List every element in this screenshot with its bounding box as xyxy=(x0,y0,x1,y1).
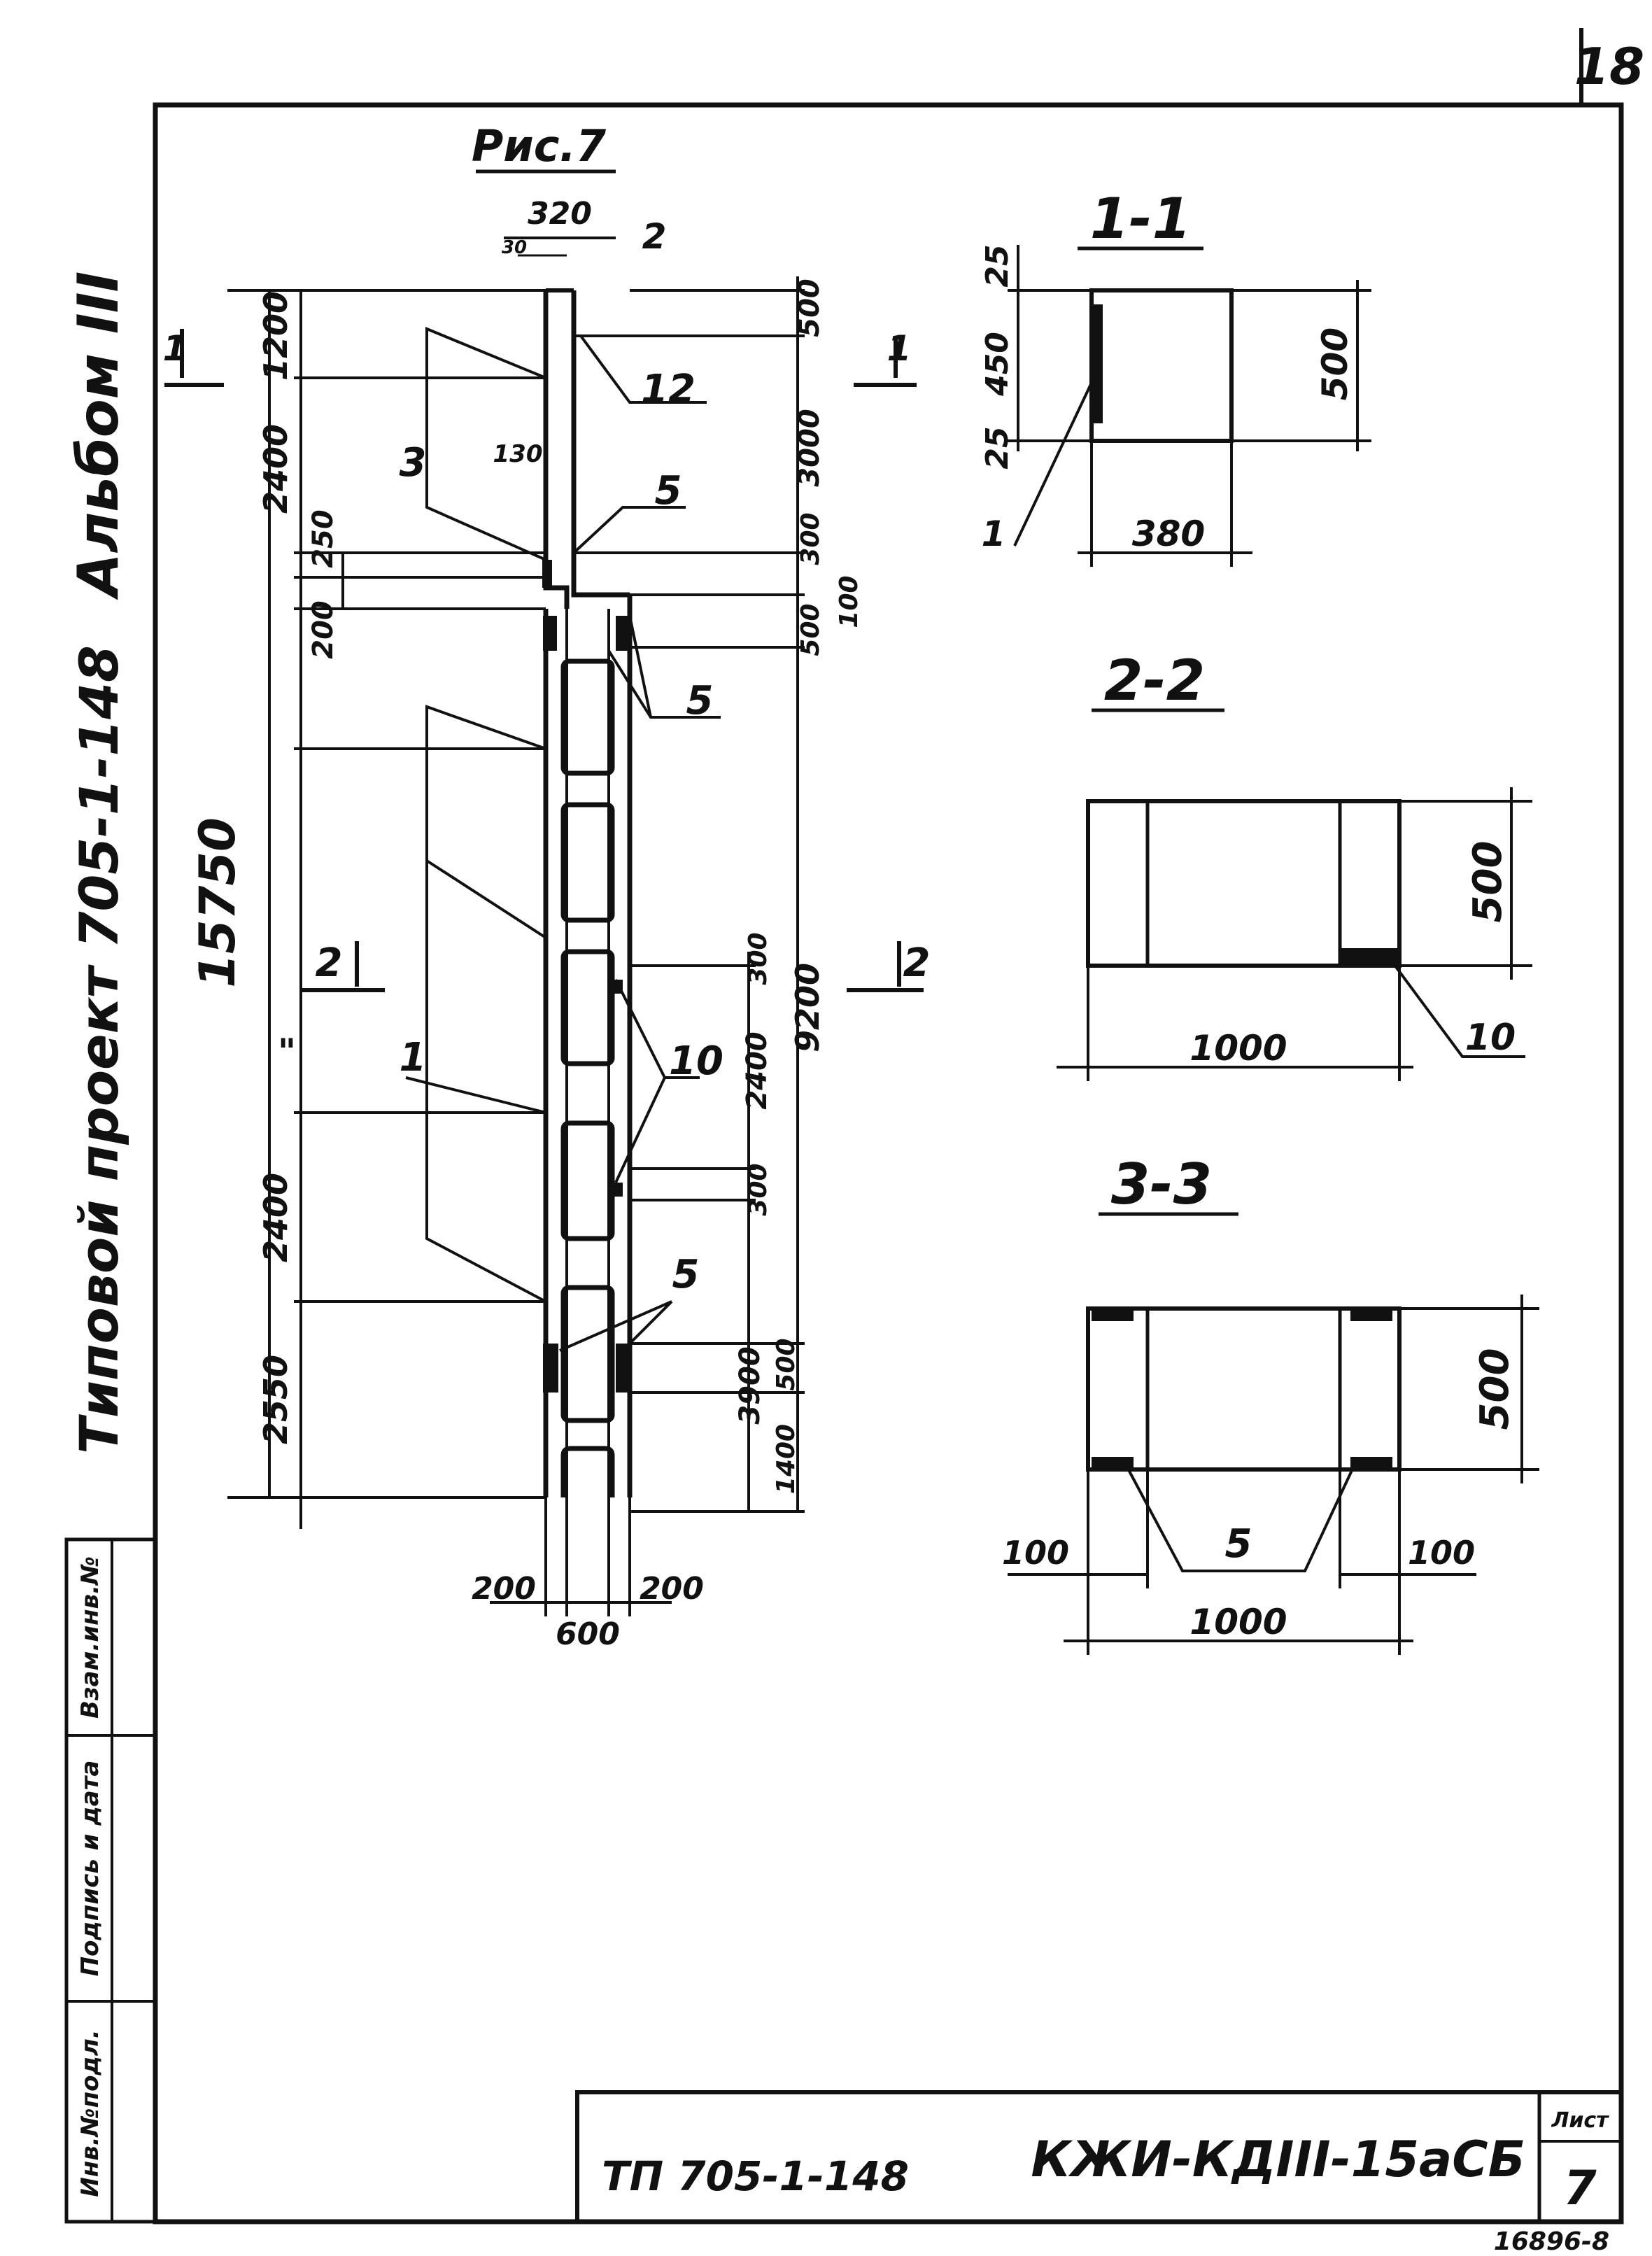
right-dim-2400: 2400 xyxy=(741,1031,773,1109)
total-height-dim: 15750 xyxy=(189,817,246,988)
left-dim-1200: 1200 xyxy=(257,291,295,381)
title-sheet-label: Лист xyxy=(1551,2108,1609,2133)
leader-lines xyxy=(405,327,721,1352)
album-label: Альбом III xyxy=(66,272,131,600)
column-openings xyxy=(560,658,615,1497)
project-label: Типовой проект 705-1-148 xyxy=(68,645,130,1454)
embedded-plates xyxy=(542,560,631,1393)
stamp-replacement-number: Взам.инв.№ xyxy=(76,1556,104,1719)
section-2-2-callout: 10 xyxy=(1465,1017,1516,1059)
title-project-code: ТП 705-1-148 xyxy=(602,2152,909,2200)
page-number: 18 xyxy=(1574,37,1644,96)
dim-130: 130 xyxy=(493,440,543,468)
left-dim-2550: 2550 xyxy=(257,1355,295,1444)
section-1-1-dim-380: 380 xyxy=(1132,514,1205,554)
right-dim-500-low: 500 xyxy=(772,1338,800,1390)
stamp-inventory-number: Инв.№подл. xyxy=(76,2029,104,2197)
section-mark-1-left: 1 xyxy=(163,328,188,369)
section-1-1-callout: 1 xyxy=(982,514,1006,554)
left-dim-2400-upper: 2400 xyxy=(257,424,295,514)
section-mark-1-right: 1 xyxy=(887,328,912,369)
section-2-2-title: 2-2 xyxy=(1104,648,1206,713)
right-dim-300-a: 300 xyxy=(744,932,772,985)
top-dim-30: 30 xyxy=(502,237,527,258)
section-mark-2-left: 2 xyxy=(316,940,343,986)
section-3-3-title: 3-3 xyxy=(1111,1152,1213,1217)
section-2-2-dim-500: 500 xyxy=(1465,841,1511,923)
right-dim-3000: 3000 xyxy=(793,409,826,486)
drawing-frame xyxy=(153,102,1624,2225)
callout-1: 1 xyxy=(400,1035,427,1080)
section-cut-marks xyxy=(164,329,924,992)
section-3-3-dim-100-right: 100 xyxy=(1408,1534,1475,1572)
section-1-1-dim-450: 450 xyxy=(980,332,1015,397)
figure-title: Рис.7 xyxy=(472,120,607,171)
right-dim-3900: 3900 xyxy=(734,1346,766,1424)
section-3-3: 3-3 500 100 1000 100 5 xyxy=(1002,1152,1539,1655)
left-dim-250: 250 xyxy=(307,509,339,568)
right-dim-500-top: 500 xyxy=(793,279,826,337)
section-3-3-dim-100-left: 100 xyxy=(1002,1534,1069,1572)
section-3-3-dim-500: 500 xyxy=(1472,1348,1518,1430)
column-upper xyxy=(543,290,630,609)
section-mark-2-right: 2 xyxy=(903,940,931,986)
right-dimension-lines xyxy=(574,276,805,1513)
bottom-dim-200-right: 200 xyxy=(640,1571,704,1607)
right-dim-100: 100 xyxy=(835,575,863,628)
section-1-1-dim-25-bottom: 25 xyxy=(980,426,1015,469)
left-dim-200: 200 xyxy=(307,600,339,659)
title-drawing-code: КЖИ-КДIII-15аСБ xyxy=(1031,2131,1525,2188)
archive-number: 16896-8 xyxy=(1494,2227,1609,2256)
section-1-1-dim-500: 500 xyxy=(1315,327,1355,400)
bottom-dim-600: 600 xyxy=(556,1616,620,1652)
section-3-3-dim-1000: 1000 xyxy=(1189,1602,1287,1642)
title-block: ТП 705-1-148 КЖИ-КДIII-15аСБ Лист 7 xyxy=(575,2090,1623,2224)
callout-3: 3 xyxy=(400,440,427,486)
section-3-3-callout: 5 xyxy=(1225,1521,1252,1567)
title-sheet-number: 7 xyxy=(1563,2161,1597,2216)
elevation-view: 15750 1200 2400 250 200 2400 2550 500 30… xyxy=(163,196,931,1652)
ditto-mark: " xyxy=(278,1031,296,1072)
bottom-dimension-lines xyxy=(490,1497,672,1616)
callout-10: 10 xyxy=(669,1038,723,1084)
stamp-signature-date: Подпись и дата xyxy=(76,1761,104,1977)
section-1-1: 1-1 25 450 25 500 380 1 xyxy=(980,186,1371,567)
callout-5-upper: 5 xyxy=(655,468,682,514)
right-dim-9200: 9200 xyxy=(789,963,826,1052)
stamp-strip: Инв.№подл. Подпись и дата Взам.инв.№ xyxy=(64,1537,158,2224)
left-dim-2400-lower: 2400 xyxy=(257,1173,295,1262)
section-1-1-title: 1-1 xyxy=(1090,186,1192,251)
right-dim-300: 300 xyxy=(796,512,825,565)
right-dim-1400: 1400 xyxy=(772,1424,800,1494)
left-dimension-lines xyxy=(227,289,546,1529)
callout-5-mid: 5 xyxy=(686,678,714,724)
section-2-2: 2-2 500 1000 10 xyxy=(1057,648,1532,1081)
section-2-2-dim-1000: 1000 xyxy=(1189,1028,1287,1069)
section-1-1-dim-25-top: 25 xyxy=(980,244,1015,287)
callout-12: 12 xyxy=(641,367,696,412)
right-dim-300-b: 300 xyxy=(744,1163,772,1215)
bottom-dim-200-left: 200 xyxy=(472,1571,536,1607)
top-dim-320: 320 xyxy=(528,196,592,232)
callout-2: 2 xyxy=(642,216,667,257)
right-dim-500-mid: 500 xyxy=(796,603,825,656)
callout-5-lower: 5 xyxy=(672,1252,700,1297)
